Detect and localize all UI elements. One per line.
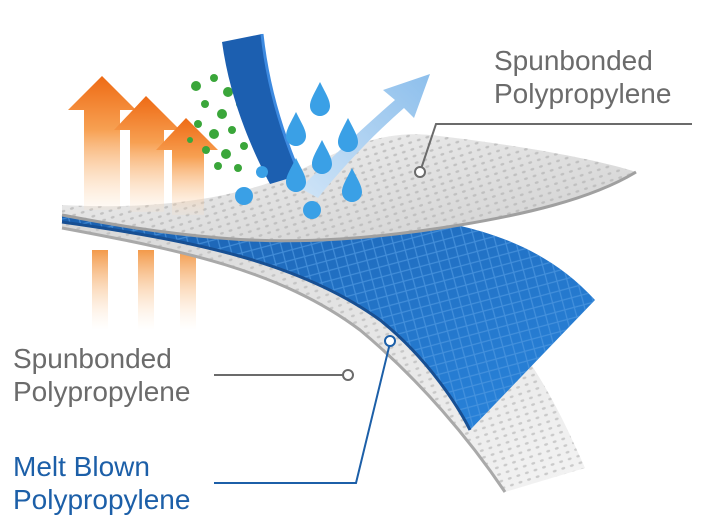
top-spunbond-label: Spunbonded Polypropylene (494, 44, 671, 110)
heat-arrow-icon (92, 250, 196, 330)
leader-line-melt (214, 335, 396, 484)
leader-line-top (414, 123, 692, 178)
water-stream-icon (222, 33, 302, 184)
melt-blown-layer (61, 207, 595, 431)
water-drop-icon (235, 82, 362, 219)
label-line: Polypropylene (13, 484, 191, 516)
leader-line-left (214, 369, 354, 381)
label-line: Spunbonded (13, 343, 172, 374)
label-line: Melt Blown (13, 451, 150, 482)
label-line: Polypropylene (494, 78, 672, 110)
melt-blown-label: Melt Blown Polypropylene (13, 450, 190, 516)
heat-arrow-icon (68, 76, 218, 215)
label-line: Polypropylene (13, 376, 191, 408)
airflow-arrow-icon (300, 74, 430, 198)
bottom-spunbond-label: Spunbonded Polypropylene (13, 342, 190, 408)
label-line: Spunbonded (494, 45, 653, 76)
